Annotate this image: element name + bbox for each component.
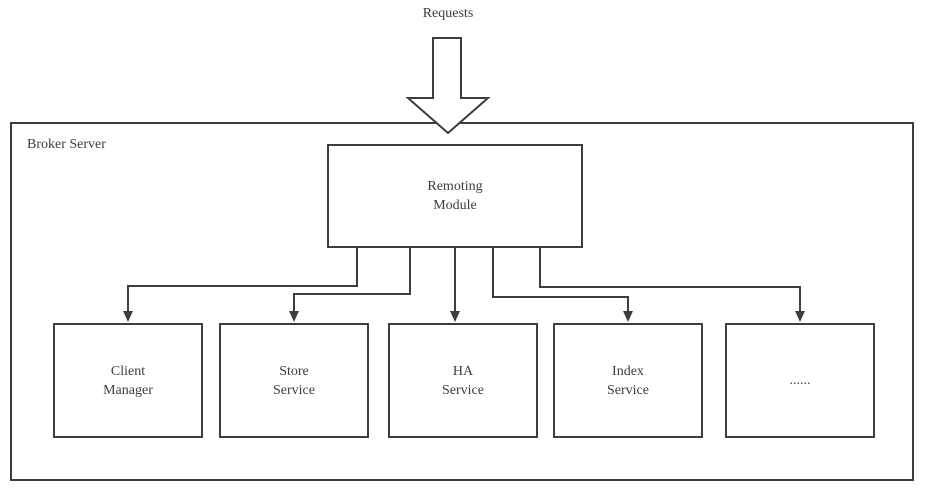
broker-server-label: Broker Server xyxy=(27,137,106,152)
index-service-box: Index Service xyxy=(553,323,703,438)
remoting-module-label: Remoting Module xyxy=(427,179,483,213)
client-manager-box: Client Manager xyxy=(53,323,203,438)
index-service-label: Index Service xyxy=(607,363,649,398)
requests-label: Requests xyxy=(422,6,474,21)
remoting-module-box: Remoting Module xyxy=(327,144,583,248)
store-service-box: Store Service xyxy=(219,323,369,438)
store-service-label: Store Service xyxy=(273,363,315,398)
ellipsis-service-label: ...... xyxy=(789,373,811,388)
ha-service-box: HA Service xyxy=(388,323,538,438)
ha-service-label: HA Service xyxy=(442,363,484,398)
requests-down-arrow-icon xyxy=(405,37,491,135)
ellipsis-service-box: ...... xyxy=(725,323,875,438)
client-manager-label: Client Manager xyxy=(103,363,153,398)
